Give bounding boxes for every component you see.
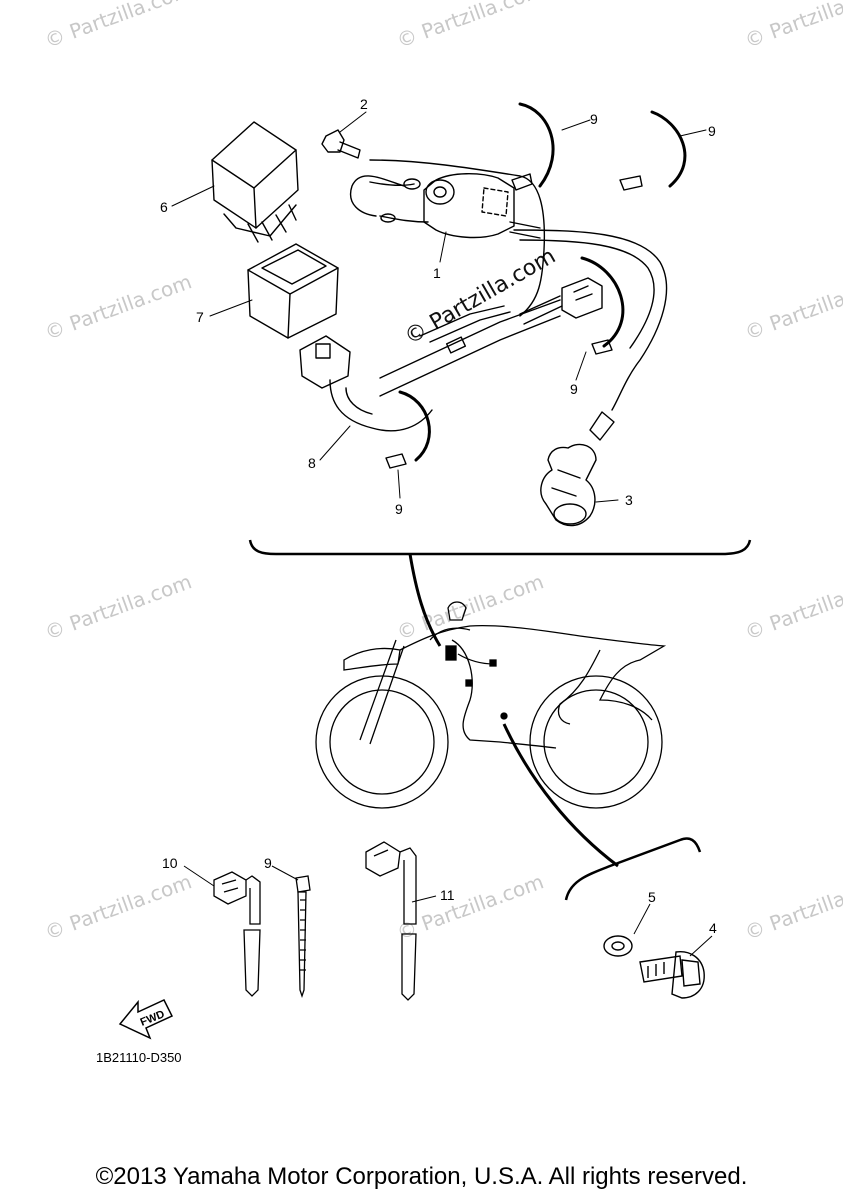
callout-3: 3 <box>625 492 633 508</box>
ground-wire <box>349 175 405 217</box>
cable-band <box>580 256 625 355</box>
fwd-arrow-icon: FWD <box>118 999 174 1040</box>
watermark: © Partzilla.com <box>42 0 195 53</box>
callout-9: 9 <box>570 381 578 397</box>
callout-leaders <box>633 903 713 957</box>
ignition-coil <box>423 173 541 239</box>
cdi-unit <box>211 121 299 243</box>
cable-band <box>511 102 555 191</box>
watermark: © Partzilla.com <box>42 569 195 644</box>
callout-leaders <box>171 111 707 503</box>
group-bracket <box>248 539 752 556</box>
flange-bolt <box>639 951 705 999</box>
callout-11: 11 <box>440 887 455 903</box>
group-bracket <box>564 837 702 901</box>
location-pointer <box>408 553 442 647</box>
callout-9: 9 <box>395 501 403 517</box>
callout-6: 6 <box>160 199 168 215</box>
callout-9: 9 <box>708 123 716 139</box>
cable-band <box>619 110 687 191</box>
callout-7: 7 <box>196 309 204 325</box>
watermark: © Partzilla.com <box>742 0 843 53</box>
watermark: © Partzilla.com <box>42 269 195 344</box>
cable-tie <box>295 875 311 999</box>
watermark: © Partzilla.com <box>742 569 843 644</box>
primary-wire <box>379 215 429 223</box>
watermark: © Partzilla.com <box>42 869 195 944</box>
callout-8: 8 <box>308 455 316 471</box>
watermark-layer: © Partzilla.com © Partzilla.com © Partzi… <box>42 0 843 945</box>
callout-5: 5 <box>648 889 656 905</box>
callout-1: 1 <box>433 265 441 281</box>
wire-harness <box>299 159 603 432</box>
callout-labels-upper: 1 2 3 6 7 8 9 9 9 9 <box>160 96 716 517</box>
callout-9: 9 <box>590 111 598 127</box>
copyright-notice: ©2013 Yamaha Motor Corporation, U.S.A. A… <box>95 1163 748 1190</box>
callout-2: 2 <box>360 96 368 112</box>
cable-tie-holder <box>213 871 261 997</box>
callout-4: 4 <box>709 920 717 936</box>
cable-band <box>385 390 431 469</box>
cable-tie-long <box>365 841 417 1001</box>
motorcycle-outline <box>315 601 667 809</box>
spark-plug-cap <box>513 229 668 527</box>
watermark: © Partzilla.com <box>742 269 843 344</box>
ring-terminal <box>403 178 421 190</box>
watermark: © Partzilla.com <box>742 869 843 944</box>
location-pointer <box>502 723 619 868</box>
callout-10: 10 <box>162 855 178 871</box>
callout-leaders <box>183 865 437 903</box>
rubber-cover <box>247 243 339 339</box>
washer <box>603 935 633 957</box>
diagram-code: 1B21110-D350 <box>96 1050 182 1065</box>
callout-9: 9 <box>264 855 272 871</box>
mounting-bolt <box>321 129 361 159</box>
ground-lead <box>369 181 415 187</box>
watermark: © Partzilla.com <box>394 0 547 53</box>
